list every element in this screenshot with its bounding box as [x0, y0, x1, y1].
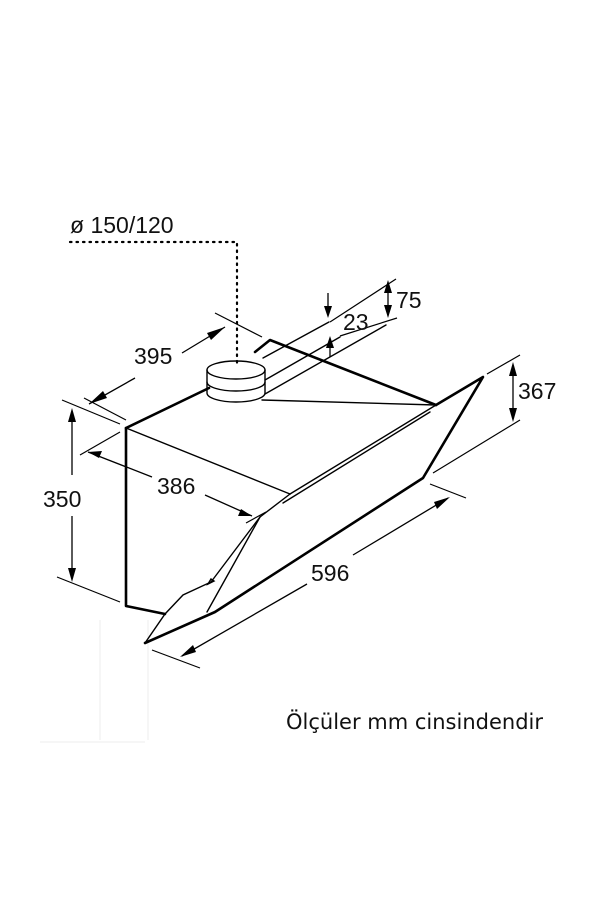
- dim-596: 596: [151, 483, 467, 669]
- units-caption: Ölçüler mm cinsindendir: [286, 710, 544, 734]
- dim-350: 350: [43, 399, 121, 603]
- dim-386-label: 386: [157, 473, 195, 499]
- dim-367: 367: [432, 354, 556, 474]
- duct-cylinder: [206, 360, 266, 403]
- dim-596-label: 596: [311, 560, 349, 586]
- dim-367-label: 367: [518, 378, 556, 404]
- duct-diameter-label: ø 150/120: [70, 212, 174, 238]
- dim-386: 386: [79, 431, 267, 524]
- dim-23-label: 23: [343, 309, 369, 335]
- dim-75-label: 75: [396, 287, 422, 313]
- dim-350-label: 350: [43, 486, 81, 512]
- dim-395: 395: [83, 312, 263, 421]
- glass-canopy: [143, 375, 485, 645]
- background-artifacts: [40, 620, 149, 743]
- dim-75-23: 75 23: [324, 278, 422, 357]
- dim-395-label: 395: [134, 343, 172, 369]
- hood-body: [124, 338, 438, 616]
